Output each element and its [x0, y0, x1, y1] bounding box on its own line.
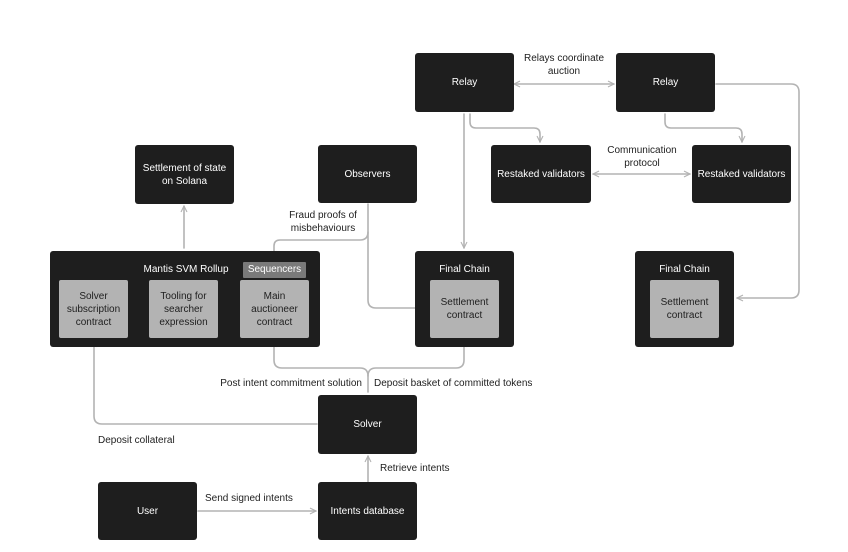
- restaked-validators-left-node[interactable]: Restaked validators: [491, 145, 591, 203]
- settlement-solana-node[interactable]: Settlement of state on Solana: [135, 145, 234, 204]
- label-relays-coordinate-auction: Relays coordinate auction: [523, 53, 605, 77]
- edge-relay-left-restaked-left: [469, 113, 544, 143]
- solver-node[interactable]: Solver: [318, 395, 417, 454]
- mantis-svm-rollup-container[interactable]: Mantis SVM Rollup Sequencers Solver subs…: [50, 251, 320, 347]
- settlement-contract-left[interactable]: Settlement contract: [430, 280, 499, 338]
- edge-relay-right-restaked-right: [664, 113, 746, 143]
- label-communication-protocol: Communication protocol: [607, 145, 677, 169]
- edge-solver-final-chain: [367, 340, 468, 377]
- mantis-svm-rollup-title: Mantis SVM Rollup: [143, 264, 229, 275]
- edge-observers-final-chain: [367, 231, 429, 312]
- user-label: User: [136, 505, 159, 517]
- main-auctioneer-contract[interactable]: Main auctioneer contract: [240, 280, 309, 338]
- tooling-searcher-expression[interactable]: Tooling for searcher expression: [149, 280, 218, 338]
- restaked-validators-right-label: Restaked validators: [697, 168, 786, 180]
- observers-node[interactable]: Observers: [318, 145, 417, 203]
- relay-left-label: Relay: [451, 77, 478, 88]
- label-retrieve-intents: Retrieve intents: [380, 463, 450, 474]
- solver-subscription-contract[interactable]: Solver subscription contract: [59, 280, 128, 338]
- relay-right-node[interactable]: Relay: [616, 53, 715, 112]
- restaked-validators-right-node[interactable]: Restaked validators: [692, 145, 791, 203]
- label-deposit-collateral: Deposit collateral: [98, 435, 175, 446]
- final-chain-right-container[interactable]: Final Chain Settlement contract: [635, 251, 734, 347]
- edge-solver-subscription: [90, 340, 318, 425]
- label-post-intent-commitment: Post intent commitment solution: [220, 378, 362, 389]
- label-send-signed-intents: Send signed intents: [205, 493, 293, 504]
- sequencers-tag[interactable]: Sequencers: [243, 262, 306, 278]
- intents-database-node[interactable]: Intents database: [318, 482, 417, 540]
- user-node[interactable]: User: [98, 482, 197, 540]
- settlement-contract-right[interactable]: Settlement contract: [650, 280, 719, 338]
- edge-solver-main-auctioneer: [270, 340, 369, 393]
- solver-label: Solver: [353, 419, 382, 430]
- final-chain-right-title: Final Chain: [659, 264, 710, 275]
- edge-relay-right-final-chain: [715, 83, 800, 302]
- intents-database-label: Intents database: [330, 505, 405, 517]
- final-chain-left-title: Final Chain: [439, 264, 490, 275]
- label-fraud-proofs: Fraud proofs of misbehaviours: [289, 210, 357, 234]
- relay-right-label: Relay: [652, 77, 679, 88]
- relay-left-node[interactable]: Relay: [415, 53, 514, 112]
- observers-label: Observers: [344, 168, 391, 180]
- final-chain-left-container[interactable]: Final Chain Settlement contract: [415, 251, 514, 347]
- settlement-solana-label: Settlement of state on Solana: [142, 162, 227, 187]
- label-deposit-basket: Deposit basket of committed tokens: [374, 378, 533, 389]
- restaked-validators-left-label: Restaked validators: [497, 168, 585, 180]
